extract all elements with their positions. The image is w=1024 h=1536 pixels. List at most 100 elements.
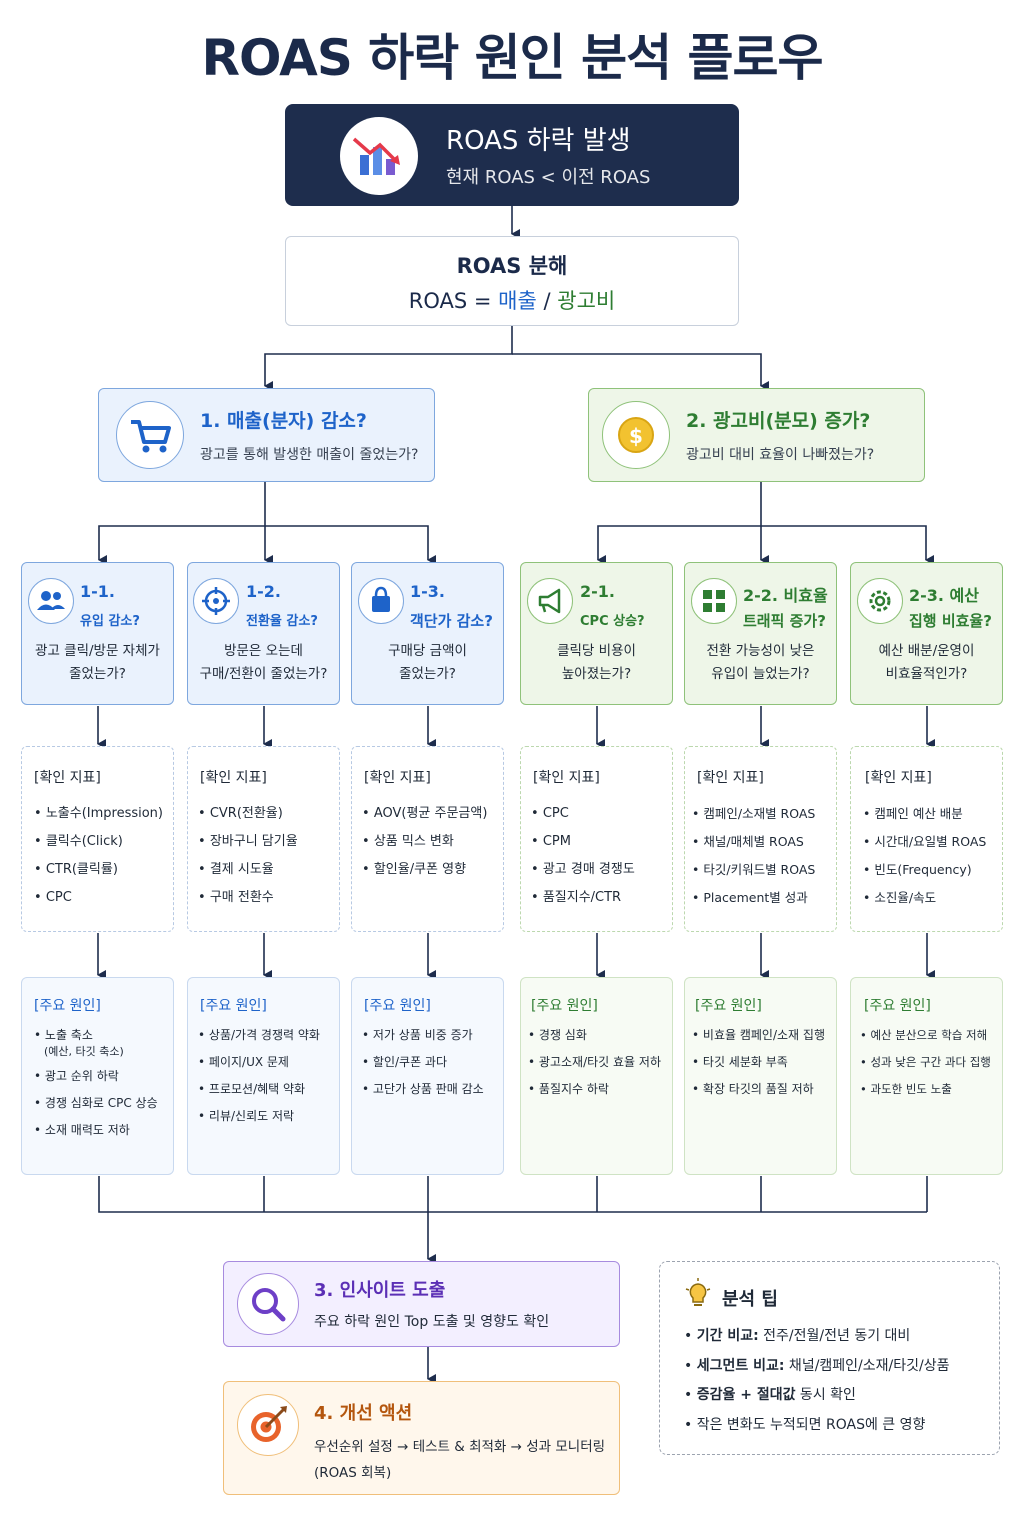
- metric-item: 타깃/키워드별 ROAS: [692, 856, 815, 884]
- causes-heading: [주요 원인]: [34, 998, 101, 1014]
- cause-item: 품질지수 하락: [528, 1076, 661, 1103]
- cause-item: 고단가 상품 판매 감소: [362, 1076, 484, 1103]
- card-budget-inefficiency: [850, 562, 1003, 705]
- card-question-line2: 높아졌는가?: [561, 666, 632, 682]
- tip-text: 작은 변화도 누적되면 ROAS에 큰 영향: [696, 1416, 926, 1433]
- target-arrow-icon: [237, 1394, 299, 1456]
- insight-box: [223, 1261, 620, 1347]
- tip-item: 증감율 + 절대값 동시 확인: [684, 1381, 949, 1411]
- tip-label: 증감율 + 절대값: [696, 1387, 796, 1403]
- branch-revenue-title: 1. 매출(분자) 감소?: [200, 410, 367, 432]
- metric-item: CTR(클릭률): [34, 856, 163, 884]
- metric-item: AOV(평균 주문금액): [362, 800, 488, 828]
- metrics-list: 노출수(Impression) 클릭수(Click) CTR(클릭률) CPC: [34, 800, 163, 912]
- page-title: ROAS 하락 원인 분석 플로우: [201, 29, 824, 87]
- action-title: 4. 개선 액션: [314, 1403, 413, 1424]
- chart-down-icon: [340, 117, 418, 195]
- tip-item: 세그먼트 비교: 채널/캠페인/소재/타깃/상품: [684, 1352, 950, 1382]
- metric-item: 빈도(Frequency): [863, 856, 986, 884]
- metric-item: CPC: [531, 800, 635, 828]
- gear-icon: [857, 578, 903, 624]
- cause-note: (예산, 타깃 축소): [44, 1045, 124, 1058]
- tip-text: 전주/전월/전년 동기 대비: [758, 1328, 911, 1344]
- card-name: 전환율 감소?: [246, 614, 318, 629]
- card-name: 트래픽 증가?: [743, 612, 826, 630]
- metric-item: 상품 믹스 변화: [362, 828, 487, 856]
- cause-item: 프로모션/혜택 약화: [198, 1076, 320, 1103]
- grid-icon: [691, 578, 737, 624]
- cause-item: 노출 축소: [34, 1022, 158, 1049]
- cause-item: 경쟁 심화: [528, 1022, 661, 1049]
- card-question-line2: 유입이 늘었는가?: [711, 666, 810, 682]
- megaphone-icon: [527, 578, 573, 624]
- cause-item: 예산 분산으로 학습 저해: [860, 1022, 991, 1049]
- metric-item: 클릭수(Click): [34, 828, 163, 856]
- metrics-list: CPC CPM 광고 경매 경쟁도 품질지수/CTR: [531, 800, 635, 912]
- lightbulb-icon: [681, 1277, 715, 1315]
- cause-item: 광고 순위 하락: [34, 1063, 158, 1090]
- metric-item: Placement별 성과: [692, 884, 815, 912]
- card-number: 2-3. 예산: [909, 586, 979, 605]
- card-name: CPC 상승?: [580, 614, 645, 629]
- metric-item: 품질지수/CTR: [531, 884, 635, 912]
- causes-list: 저가 상품 비중 증가 할인/쿠폰 과다 고단가 상품 판매 감소: [362, 1022, 484, 1103]
- card-question-line1: 광고 클릭/방문 자체가: [35, 643, 160, 659]
- card-number: 2-2. 비효율: [743, 586, 828, 605]
- tips-title: 분석 팁: [722, 1289, 778, 1310]
- cause-item: 소재 매력도 저하: [34, 1117, 158, 1144]
- metrics-heading: [확인 지표]: [697, 770, 764, 786]
- decompose-title: ROAS 분해: [456, 254, 568, 278]
- causes-heading: [주요 원인]: [200, 998, 267, 1014]
- tip-label: 기간 비교:: [696, 1328, 759, 1344]
- metrics-list: AOV(평균 주문금액) 상품 믹스 변화 할인율/쿠폰 영향: [362, 800, 488, 884]
- card-question-line1: 방문은 오는데: [224, 643, 303, 659]
- roas-decompose-box: [285, 236, 739, 326]
- metric-item: 캠페인 예산 배분: [863, 800, 986, 828]
- causes-heading: [주요 원인]: [364, 998, 431, 1014]
- metrics-list: CVR(전환율) 장바구니 담기율 결제 시도율 구매 전환수: [198, 800, 298, 912]
- top-subtitle: 현재 ROAS < 이전 ROAS: [446, 167, 651, 188]
- metrics-heading: [확인 지표]: [200, 770, 267, 786]
- svg-text:$: $: [629, 424, 643, 448]
- formula-revenue: 매출: [498, 289, 537, 313]
- causes-heading: [주요 원인]: [695, 998, 762, 1014]
- card-question-line1: 클릭당 비용이: [557, 643, 636, 659]
- tip-item: 기간 비교: 전주/전월/전년 동기 대비: [684, 1322, 949, 1352]
- card-number: 1-3.: [410, 582, 445, 601]
- causes-list: 경쟁 심화 광고소재/타깃 효율 저하 품질지수 하락: [528, 1022, 661, 1103]
- metric-item: 소진율/속도: [863, 884, 986, 912]
- card-number: 1-1.: [80, 582, 115, 601]
- card-question-line1: 구매당 금액이: [388, 643, 467, 659]
- cause-item: 경쟁 심화로 CPC 상승: [34, 1090, 158, 1117]
- action-line2: (ROAS 회복): [314, 1465, 392, 1481]
- branch-adcost-title: 2. 광고비(분모) 증가?: [686, 410, 871, 432]
- metric-item: 시간대/요일별 ROAS: [863, 828, 986, 856]
- metrics-heading: [확인 지표]: [865, 770, 932, 786]
- causes-list: 상품/가격 경쟁력 약화 페이지/UX 문제 프로모션/혜택 약화 리뷰/신뢰도…: [198, 1022, 320, 1130]
- metrics-heading: [확인 지표]: [364, 770, 431, 786]
- cause-item: 상품/가격 경쟁력 약화: [198, 1022, 320, 1049]
- metric-item: 장바구니 담기율: [198, 828, 298, 856]
- metric-item: 노출수(Impression): [34, 800, 163, 828]
- card-number: 1-2.: [246, 582, 281, 601]
- causes-heading: [주요 원인]: [531, 998, 598, 1014]
- card-question-line1: 예산 배분/운영이: [878, 643, 975, 659]
- target-icon: [193, 578, 239, 624]
- cause-item: 저가 상품 비중 증가: [362, 1022, 484, 1049]
- tips-list: 기간 비교: 전주/전월/전년 동기 대비 세그먼트 비교: 채널/캠페인/소재…: [684, 1322, 950, 1440]
- causes-list: 비효율 캠페인/소재 집행 타깃 세분화 부족 확장 타깃의 품질 저하: [692, 1022, 825, 1103]
- magnifier-icon: [237, 1273, 299, 1335]
- tip-text: 채널/캠페인/소재/타깃/상품: [784, 1357, 950, 1374]
- card-question-line1: 전환 가능성이 낮은: [706, 643, 815, 659]
- card-name: 객단가 감소?: [410, 612, 493, 630]
- formula-ad-cost: 광고비: [557, 289, 616, 313]
- metric-item: 할인율/쿠폰 영향: [362, 856, 487, 884]
- cause-item: 비효율 캠페인/소재 집행: [692, 1022, 825, 1049]
- tip-text: 동시 확인: [795, 1387, 856, 1403]
- cause-item: 타깃 세분화 부족: [692, 1049, 825, 1076]
- card-name: 집행 비효율?: [909, 612, 992, 630]
